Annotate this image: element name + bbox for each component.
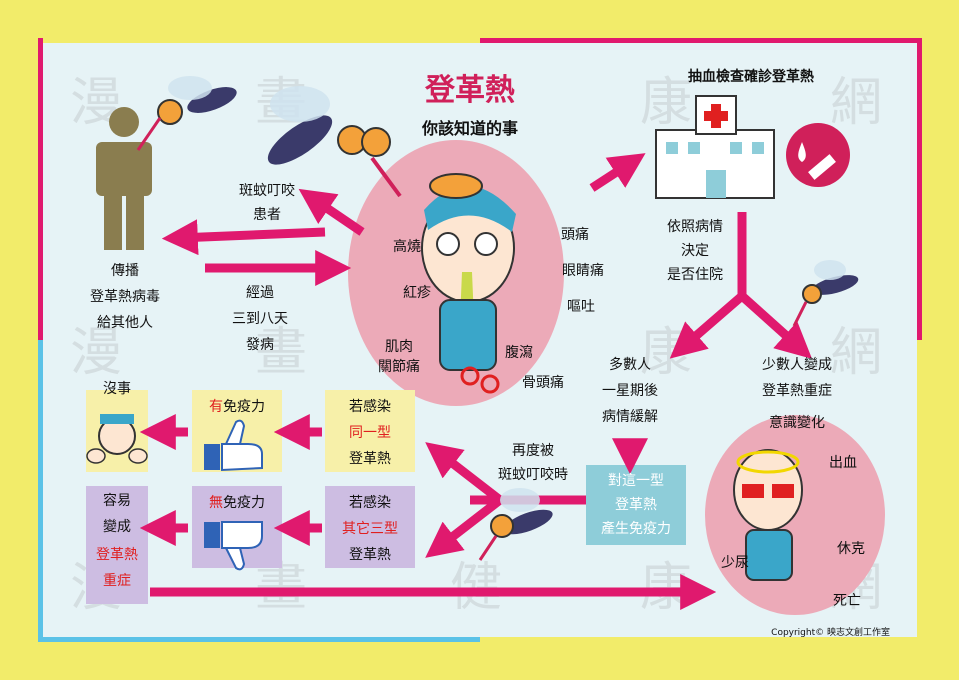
- prone-label: 變成: [103, 519, 131, 535]
- symptom-label: 骨頭痛: [522, 375, 564, 391]
- mosquito-icon: [136, 76, 237, 151]
- minority-label: 意識變化: [769, 415, 825, 431]
- symptom-label: 紅疹: [403, 285, 431, 301]
- symptom-label: 肌肉: [385, 339, 413, 355]
- symptom-label: 嘔吐: [567, 299, 595, 315]
- blood-syringe-icon: [786, 123, 850, 187]
- bite-label: 斑蚊叮咬: [239, 183, 295, 199]
- arrow-to-majority: [669, 292, 745, 359]
- watermark-char: 網: [830, 73, 883, 133]
- prone-label: 容易: [103, 493, 131, 509]
- other-type-label: 其它三型: [342, 521, 398, 537]
- border-right-bottom: [917, 340, 922, 642]
- no-immunity-prefix: 無: [209, 495, 223, 511]
- mosquito-icon: [792, 260, 859, 327]
- mosquito-icon: [267, 86, 402, 198]
- spread-label: 登革熱病毒: [90, 289, 160, 305]
- blood-test-label: 抽血檢查確診登革熱: [688, 69, 814, 85]
- border-bottom-right: [480, 637, 922, 642]
- immunity-result-box: [586, 465, 686, 545]
- fine-label: 沒事: [103, 381, 131, 397]
- subtitle: 你該知道的事: [421, 119, 518, 138]
- sick-person-icon: [421, 173, 516, 394]
- no-immunity-label: 無免疫力: [196, 492, 278, 514]
- arrow-to-same-type: [425, 442, 503, 504]
- symptom-label: 關節痛: [378, 359, 420, 375]
- other-type-label: 登革熱: [349, 547, 391, 563]
- has-immunity-prefix: 有: [209, 399, 223, 415]
- bite-label: 患者: [253, 207, 281, 223]
- immunity-result-label: 產生免疫力: [601, 521, 671, 537]
- prone-label: 登革熱: [96, 547, 138, 563]
- watermark-char: 康: [640, 73, 693, 133]
- majority-label: 一星期後: [602, 383, 658, 399]
- majority-label: 多數人: [609, 357, 651, 373]
- incubation-label: 三到八天: [232, 311, 288, 327]
- arrow-to-hospital: [589, 153, 646, 192]
- arrow-circle-to-bite: [298, 188, 365, 236]
- severe-symptom-label: 死亡: [833, 593, 861, 609]
- watermark-char: 畫: [255, 323, 308, 383]
- border-top-left: [40, 38, 480, 43]
- mosquito-icon: [478, 488, 553, 561]
- severe-patient-icon: [733, 449, 803, 581]
- symptom-label: 眼睛痛: [562, 263, 604, 279]
- arrow-bite-to-person: [161, 219, 326, 256]
- hospital-icon: [655, 95, 775, 199]
- immunity-result-label: 對這一型: [608, 473, 664, 489]
- rebite-label: 斑蚊叮咬時: [498, 467, 568, 483]
- thumbs-up-icon: [204, 419, 263, 472]
- other-type-box: [325, 486, 415, 568]
- immunity-result-label: 登革熱: [615, 497, 657, 513]
- border-left-top: [38, 38, 43, 340]
- symptom-label: 高燒: [393, 239, 421, 255]
- prone-box: [86, 486, 148, 604]
- same-type-label: 若感染: [349, 399, 391, 415]
- watermark-char: 漫: [70, 323, 123, 383]
- has-immunity-text: 免疫力: [223, 399, 265, 415]
- arrow-to-minority: [738, 292, 813, 359]
- minority-label: 少數人變成: [762, 357, 832, 373]
- symptom-label: 腹瀉: [505, 345, 533, 361]
- majority-label: 病情緩解: [602, 409, 658, 425]
- other-type-label: 若感染: [349, 495, 391, 511]
- person-icon: [96, 107, 152, 250]
- incubation-label: 經過: [246, 285, 274, 301]
- spread-label: 給其他人: [97, 315, 153, 331]
- incubation-label: 發病: [246, 337, 274, 353]
- copyright: Copyright© 映志文創工作室: [771, 628, 890, 638]
- arrow-to-other-type: [425, 496, 503, 558]
- thumbs-down-icon: [204, 521, 263, 571]
- border-bottom-left: [40, 637, 480, 642]
- border-left-bottom: [38, 340, 43, 642]
- watermark-char: 網: [830, 323, 883, 383]
- happy-person-icon: [86, 414, 148, 464]
- decide-label: 決定: [681, 243, 709, 259]
- minority-label: 登革熱重症: [762, 383, 832, 399]
- same-type-label: 同一型: [349, 425, 391, 441]
- decide-label: 是否住院: [667, 267, 723, 283]
- border-top-right: [480, 38, 922, 43]
- no-immunity-text: 免疫力: [223, 495, 265, 511]
- severe-symptom-label: 出血: [829, 455, 857, 471]
- spread-label: 傳播: [111, 263, 139, 279]
- severe-symptom-label: 休克: [837, 541, 865, 557]
- severe-symptom-label: 少尿: [721, 555, 749, 571]
- same-type-box: [325, 390, 415, 472]
- title: 登革熱: [425, 73, 515, 108]
- border-right-top: [917, 38, 922, 340]
- prone-label: 重症: [103, 573, 131, 589]
- symptom-label: 頭痛: [561, 227, 589, 243]
- rebite-label: 再度被: [512, 443, 554, 459]
- decide-label: 依照病情: [667, 219, 723, 235]
- has-immunity-label: 有免疫力: [196, 396, 278, 418]
- same-type-label: 登革熱: [349, 451, 391, 467]
